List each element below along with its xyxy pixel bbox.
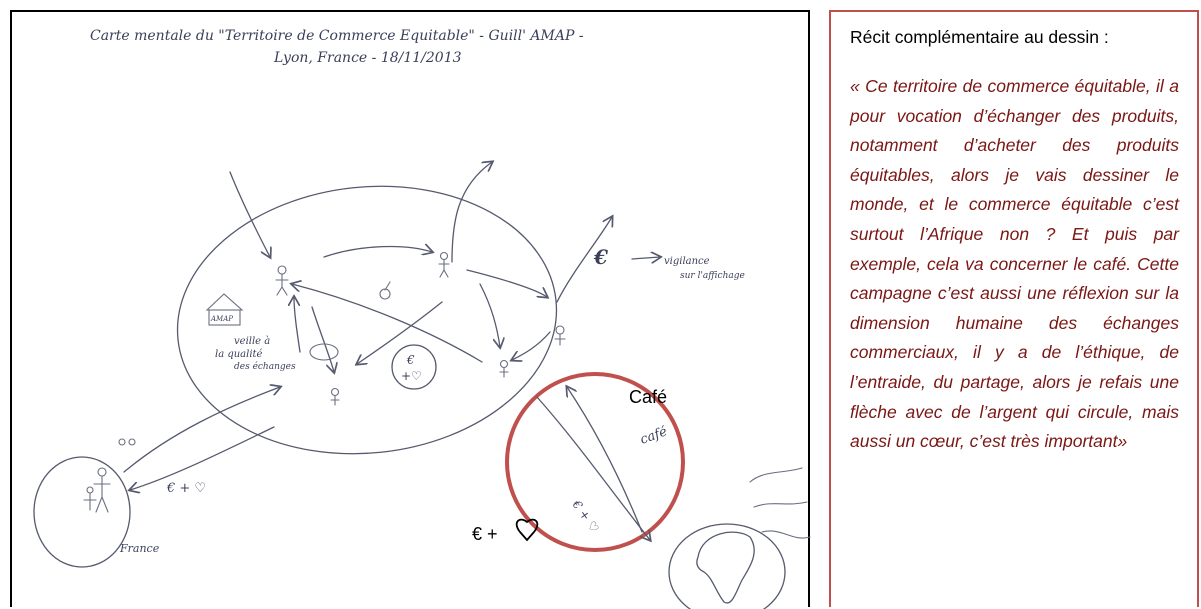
arrow-in-1 bbox=[229, 171, 270, 257]
arrow-money-heart bbox=[536, 396, 650, 540]
africa-continent bbox=[696, 531, 755, 604]
africa-circle bbox=[668, 523, 786, 609]
mind-map-drawing: Carte mentale du "Territoire de Commerce… bbox=[10, 10, 811, 609]
euro-heart-left: € + ♡ bbox=[166, 481, 206, 496]
vigilance-line-2: sur l'affichage bbox=[680, 271, 745, 281]
france-label: France bbox=[119, 542, 160, 555]
cafe-handwritten: café bbox=[638, 424, 669, 448]
veille-line-1: veille à bbox=[234, 336, 270, 347]
map-strokes bbox=[749, 467, 811, 539]
heart-center: +♡ bbox=[401, 369, 422, 383]
veille-line-2: la qualité bbox=[215, 349, 263, 360]
amap-house-icon bbox=[205, 293, 244, 326]
arrow-internal-1 bbox=[323, 247, 432, 258]
arrow-internal-3 bbox=[479, 283, 500, 347]
hand-drawn-mind-map: Carte mentale du "Territoire de Commerce… bbox=[33, 28, 811, 609]
drawing-title-line-1: Carte mentale du "Territoire de Commerce… bbox=[90, 28, 584, 44]
heart-icon bbox=[515, 518, 539, 542]
euro-heart-handwritten: € + ♡ bbox=[569, 497, 602, 535]
vigilance-line-1: vigilance bbox=[664, 256, 710, 267]
euro-heart-center-circle bbox=[391, 344, 437, 390]
territory-ellipse bbox=[176, 185, 558, 455]
arrow-out-1 bbox=[451, 162, 492, 263]
arrow-internal-7 bbox=[311, 306, 334, 372]
story-heading: Récit complémentaire au dessin : bbox=[850, 27, 1109, 47]
euro-center: € bbox=[406, 353, 415, 367]
story-panel: Récit complémentaire au dessin : « Ce te… bbox=[829, 10, 1199, 607]
amap-label: AMAP bbox=[210, 315, 233, 323]
arrow-out-2 bbox=[556, 217, 612, 303]
story-text: « Ce territoire de commerce équitable, i… bbox=[850, 76, 1179, 452]
veille-line-3: des échanges bbox=[234, 361, 296, 372]
arrow-internal-4 bbox=[512, 331, 551, 360]
euro-heart-label: € + bbox=[472, 524, 498, 544]
cafe-label: Café bbox=[629, 387, 667, 407]
stick-figures bbox=[83, 251, 566, 513]
arrow-internal-6 bbox=[357, 301, 443, 364]
vigilance-arrow bbox=[631, 257, 660, 259]
arrow-internal-5 bbox=[292, 284, 483, 363]
arrow-internal-8 bbox=[294, 297, 301, 353]
scribbled-euro: € bbox=[593, 245, 608, 269]
drawing-title-line-2: Lyon, France - 18/11/2013 bbox=[273, 50, 462, 66]
arrow-france-in bbox=[130, 426, 275, 490]
arrow-internal-2 bbox=[466, 269, 547, 297]
small-ellipse bbox=[309, 343, 339, 361]
arrow-cafe bbox=[567, 387, 643, 533]
arrow-france-out bbox=[123, 387, 280, 473]
france-circle bbox=[33, 456, 131, 568]
highlight-circle bbox=[505, 372, 685, 552]
